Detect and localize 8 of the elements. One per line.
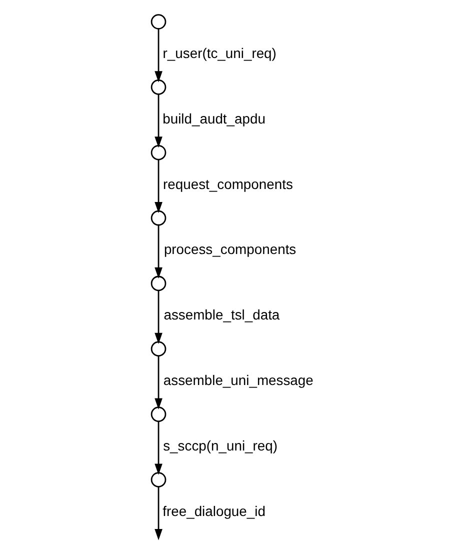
edge-label: s_sccp(n_uni_req) xyxy=(163,438,278,454)
edge-label: request_components xyxy=(163,176,293,192)
edge-label: assemble_tsl_data xyxy=(164,306,280,323)
edge-label: free_dialogue_id xyxy=(162,502,266,519)
edge-label: process_components xyxy=(164,241,296,258)
edge-label: assemble_uni_message xyxy=(163,372,314,388)
edge-label: r_user(tc_uni_req) xyxy=(162,44,276,61)
edge-label: build_audt_apdu xyxy=(162,110,266,126)
